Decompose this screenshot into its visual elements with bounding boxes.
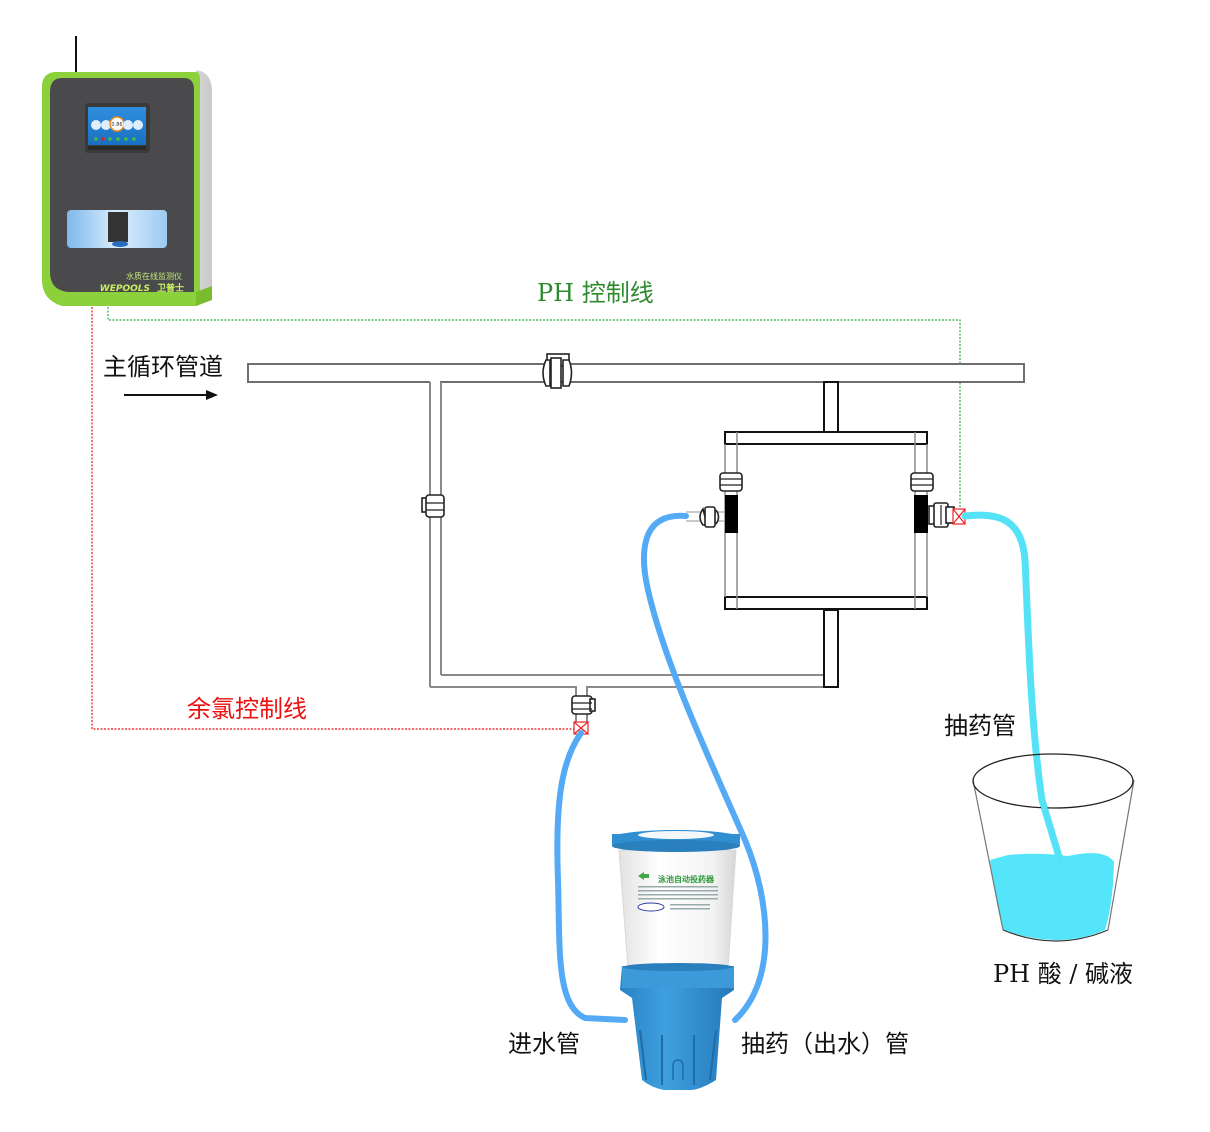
chemical-feeder: 泳池自动投药器 — [612, 830, 740, 1090]
main-pipe-union — [542, 353, 573, 389]
bypass-left-union — [421, 494, 445, 518]
feeder-label: 泳池自动投药器 — [637, 872, 718, 912]
main-pipe-label: 主循环管道 — [103, 353, 223, 381]
water-quality-monitor: 0.86 水质在线监测仪 WEPOOLS 卫普士 — [42, 36, 212, 306]
flow-arrow-icon — [124, 390, 218, 400]
outlet-hose — [641, 512, 769, 1023]
suction-tube-label: 抽药管 — [944, 712, 1016, 740]
main-circulation-pipe — [247, 363, 1025, 384]
manifold-right-union — [910, 472, 934, 492]
device-brand-cn: 卫普士 — [157, 282, 184, 294]
sensor-manifold — [724, 431, 928, 610]
ph-control-line — [107, 300, 961, 512]
inlet-port-fitting — [686, 506, 725, 528]
chlorine-control-line — [91, 300, 574, 730]
ph-control-line-label: PH 控制线 — [537, 279, 654, 307]
device-screen: 0.86 — [85, 103, 150, 153]
bottom-outlet-union — [571, 695, 596, 715]
ph-port-fitting — [928, 502, 955, 528]
manifold-left-union — [719, 472, 743, 492]
ph-solution-cup — [972, 753, 1135, 942]
left-sensor-sleeve — [725, 495, 738, 533]
screen-reading: 0.86 — [111, 122, 122, 128]
ph-suction-hose — [961, 511, 1064, 864]
outlet-tube-label: 抽药（出水）管 — [741, 1030, 909, 1058]
feeder-label-title: 泳池自动投药器 — [658, 874, 715, 884]
chlorine-control-line-label: 余氯控制线 — [187, 695, 307, 723]
device-window — [67, 210, 167, 248]
ph-solution-label: PH 酸 / 碱液 — [993, 960, 1134, 988]
bypass-loop-pipe — [429, 381, 839, 722]
inlet-hose — [554, 730, 628, 1023]
right-sensor-sleeve — [914, 495, 928, 533]
device-name: 水质在线监测仪 — [126, 271, 182, 281]
inlet-tube-label: 进水管 — [508, 1030, 580, 1058]
chlorine-injection-valve — [573, 721, 589, 735]
device-brand: WEPOOLS — [100, 284, 150, 294]
